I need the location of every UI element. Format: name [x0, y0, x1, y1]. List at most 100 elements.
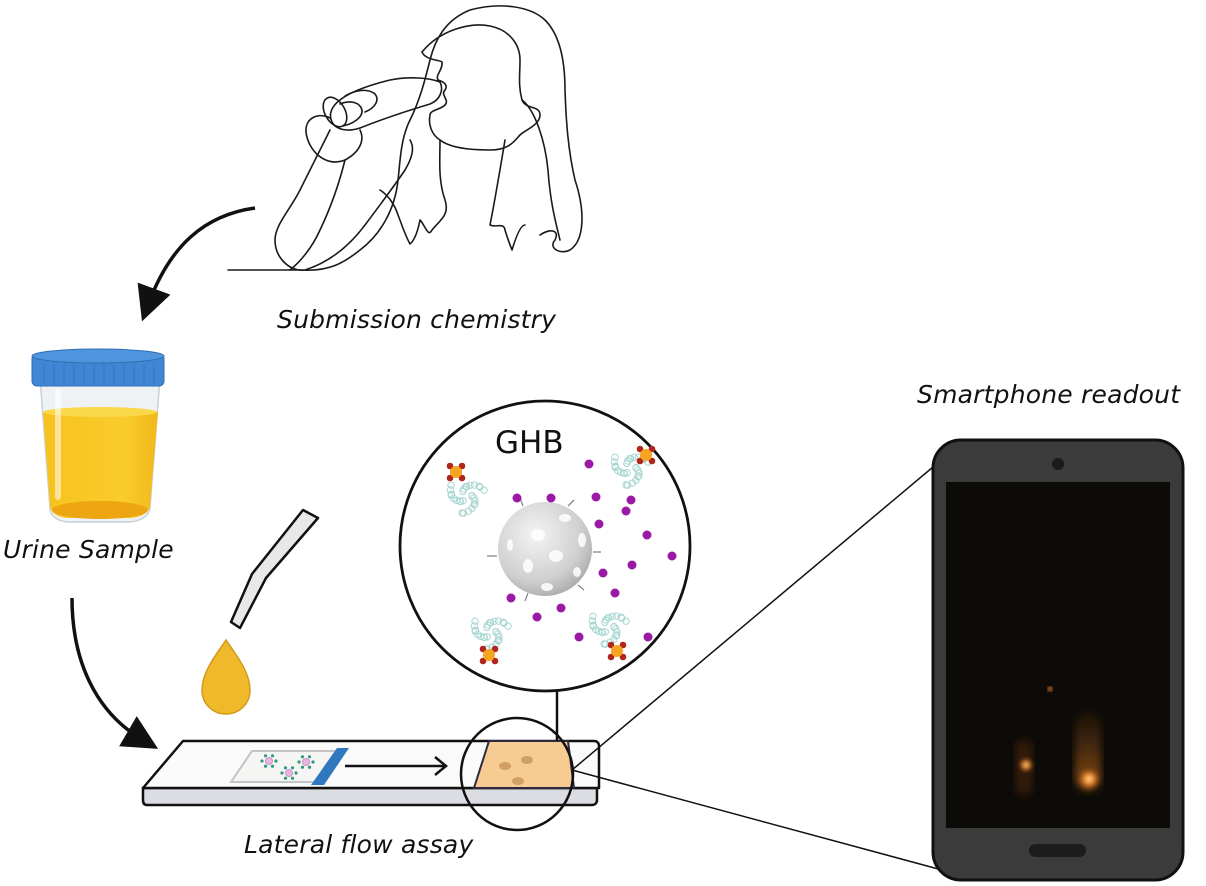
test-band [311, 748, 349, 785]
particle-antibody [300, 765, 305, 769]
enzyme-strand [486, 618, 494, 627]
enzyme-conjugates [446, 445, 656, 665]
enzyme-strand [612, 612, 621, 620]
enzyme-strand [612, 631, 621, 639]
ghb-molecule [584, 459, 594, 469]
enzyme-strand [632, 463, 640, 472]
magnifier-circle [459, 716, 575, 832]
ghb-molecule [627, 560, 637, 570]
label-corner [648, 457, 656, 465]
label-corner [479, 645, 487, 653]
enzyme-strand [475, 482, 483, 490]
enzyme-conjugate [610, 445, 656, 489]
label-lateral-flow-assay: Lateral flow assay [244, 830, 474, 859]
particle-core [302, 758, 310, 766]
enzyme-strand [468, 491, 476, 500]
particle-antibody [290, 766, 295, 770]
enzyme-strand [459, 497, 467, 505]
ghb-molecule [621, 506, 631, 516]
particle-core [285, 769, 293, 777]
particle-antibody [300, 755, 305, 759]
inset-title-ghb: GHB [495, 425, 564, 461]
enzyme-strand [492, 627, 500, 636]
flow-direction-arrow [345, 756, 448, 776]
enzyme-strand [604, 613, 612, 622]
ghb-molecule [594, 519, 604, 529]
label-corner [446, 474, 454, 482]
enzyme-strand [623, 481, 632, 489]
label-submission-chemistry: Submission chemistry [277, 305, 557, 334]
enzyme-strand [624, 457, 632, 465]
phone-screen [946, 482, 1170, 828]
label-corner [458, 474, 466, 482]
label-core [640, 449, 652, 461]
flow-arrow-urine-to-lfa [70, 597, 159, 749]
label-smartphone-readout: Smartphone readout [917, 380, 1181, 409]
pipette-icon [229, 508, 320, 630]
detection-zone [472, 740, 576, 789]
enzyme-strand [589, 622, 597, 630]
enzyme-strand [466, 481, 474, 490]
enzyme-strand [464, 507, 473, 515]
particle-antibody [297, 760, 301, 764]
label-corner [636, 445, 644, 453]
test-strip-icon [141, 716, 601, 832]
enzyme-strand [471, 627, 479, 635]
smartphone-icon [931, 438, 1185, 882]
label-corner [446, 462, 454, 470]
ghb-molecule [532, 612, 542, 622]
enzyme-strand [622, 617, 630, 625]
ghb-molecule [610, 588, 620, 598]
fluorescence-readout [1015, 686, 1101, 795]
ghb-molecule [626, 495, 636, 505]
particle-antibody [311, 760, 315, 764]
label-urine-sample: Urine Sample [3, 535, 174, 564]
enzyme-strand [459, 509, 468, 517]
enzyme-strand [608, 612, 616, 621]
enzyme-strand [611, 453, 619, 461]
ghb-molecule [556, 603, 566, 613]
enzyme-strand [446, 486, 455, 494]
ghb-inset [398, 399, 692, 693]
enzyme-strand [630, 453, 638, 462]
enzyme-strand [499, 618, 507, 626]
enzyme-strand [471, 617, 479, 625]
nanoparticle-icon [487, 497, 601, 602]
enzyme-strand [626, 454, 634, 463]
enzyme-conjugate [446, 462, 488, 517]
enzyme-strand [460, 485, 468, 493]
label-corner [619, 653, 627, 661]
enzyme-strand [602, 616, 610, 624]
person-drinking-icon [227, 5, 583, 272]
ghb-molecule [643, 632, 653, 642]
label-corner [648, 445, 656, 453]
enzyme-strand [601, 628, 609, 636]
enzyme-strand [470, 500, 479, 508]
particle-antibody [283, 766, 288, 770]
enzyme-conjugate [470, 617, 512, 665]
label-corner [607, 641, 615, 649]
particle-antibody [307, 765, 312, 769]
enzyme-strand [447, 491, 455, 499]
ghb-molecule [598, 568, 608, 578]
zoom-line-top [571, 466, 934, 771]
label-core [611, 645, 623, 657]
enzyme-strand [634, 472, 643, 480]
particle-core [265, 757, 273, 765]
label-corner [491, 645, 499, 653]
enzyme-strand [610, 622, 618, 631]
enzyme-strand [490, 617, 498, 626]
label-corner [619, 641, 627, 649]
home-button[interactable] [1029, 844, 1086, 857]
particle-antibody [307, 755, 312, 759]
zoom-line-bottom [571, 769, 943, 871]
camera-icon [1052, 458, 1064, 470]
enzyme-strand [589, 612, 597, 620]
ghb-molecule [506, 593, 516, 603]
ghb-molecule [512, 493, 522, 503]
droplet-icon [201, 638, 251, 715]
enzyme-conjugate [588, 612, 630, 661]
enzyme-strand [620, 469, 629, 478]
particle-antibody [263, 754, 268, 758]
